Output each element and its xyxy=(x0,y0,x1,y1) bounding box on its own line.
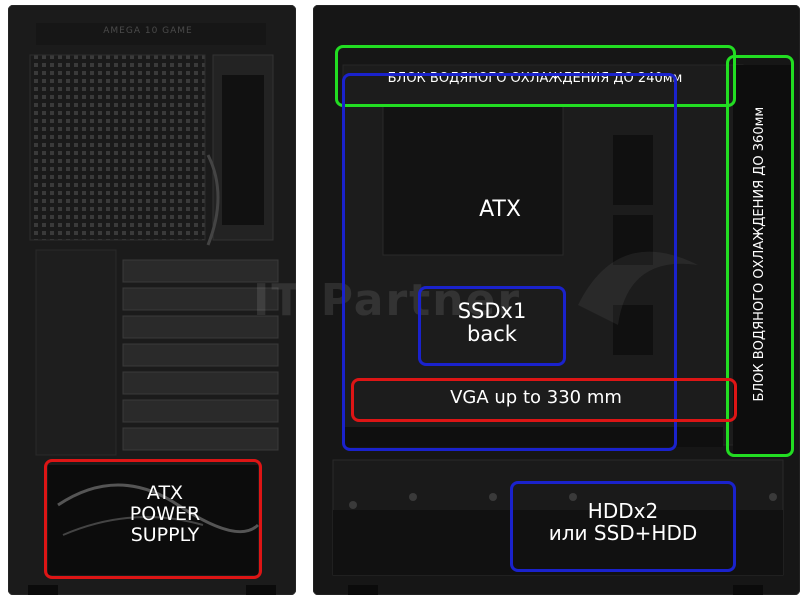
psu-label: ATX POWER SUPPLY xyxy=(129,482,201,546)
ssd-area-box xyxy=(418,286,566,366)
hdd-label: HDDx2 или SSD+HDD xyxy=(548,499,698,545)
motherboard-area-box xyxy=(342,73,677,451)
watermark-text: IT Partner xyxy=(253,275,522,326)
hdd-area-box xyxy=(510,481,736,572)
radiator-front-label: БЛОК ВОДЯНОГО ОХЛАЖДЕНИЯ ДО 360мм xyxy=(751,106,767,402)
radiator-front-box xyxy=(726,55,794,457)
case-side-view: IT Partner xyxy=(253,5,800,595)
psu-highlight-box xyxy=(44,459,262,579)
ssd-label: SSDx1 back xyxy=(457,299,527,347)
gpu-label: VGA up to 330 mm xyxy=(450,387,622,408)
radiator-top-box xyxy=(335,45,736,107)
case-back-view: AMEGA 10 GAME xyxy=(8,5,296,595)
case-top-engraving: AMEGA 10 GAME xyxy=(103,26,193,36)
gpu-length-box xyxy=(351,378,737,422)
motherboard-label: ATX xyxy=(479,197,521,222)
case-back-drawing xyxy=(8,5,296,595)
case-side-drawing xyxy=(313,5,800,595)
